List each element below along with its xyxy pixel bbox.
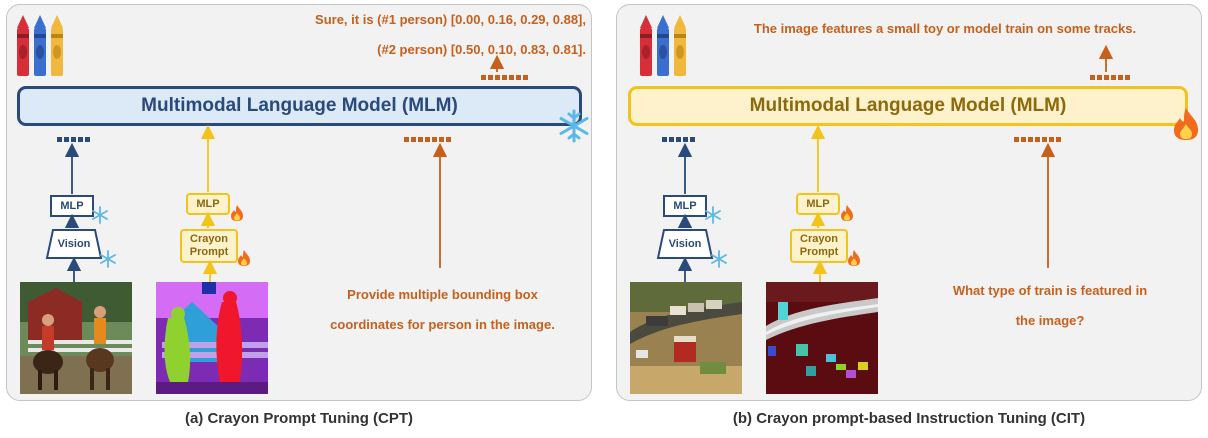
instruction-line-2: the image? [1015,313,1085,328]
vision-encoder-shape [656,229,714,259]
mlm-block: Multimodal Language Model (MLM) [628,86,1188,126]
instruction-line-2: coordinates for person in the image. [330,317,555,332]
output-tokens [1090,75,1130,80]
visual-tokens [662,137,695,142]
snowflake-icon [92,206,108,224]
flame-icon [848,250,860,266]
output-tokens [481,75,528,80]
crayon-prompt-line-2: Prompt [189,246,229,258]
crayon-prompt-line-2: Prompt [799,246,839,258]
caption-panel-b: (b) Crayon prompt-based Instruction Tuni… [732,410,1086,427]
crayon-prompt-box: Crayon Prompt [180,229,238,263]
crayons-icon [17,15,63,76]
caption-panel-a: (a) Crayon Prompt Tuning (CPT) [184,410,414,427]
mlm-response-text: The image features a small toy or model … [753,21,1137,36]
vision-encoder-label: Vision [668,237,702,250]
vision-encoder-shape [45,229,103,259]
flame-icon [1174,108,1198,140]
response-line-1: Sure, it is (#1 person) [0.00, 0.16, 0.2… [315,12,586,27]
crayon-prompt-line-1: Crayon [800,233,838,245]
instruction-line-1: What type of train is featured in [952,283,1148,298]
input-photo-train [630,282,742,394]
crayon-prompt-line-1: Crayon [190,233,228,245]
mlp-projector-box: MLP [663,195,707,217]
response-line-2: (#2 person) [0.50, 0.10, 0.83, 0.81]. [377,42,586,57]
snowflake-icon [559,109,589,143]
crayon-map-horses [156,282,268,394]
flame-icon [231,205,243,221]
mlm-response-text: Sure, it is (#1 person) [0.00, 0.16, 0.2… [230,5,586,65]
mlp-crayon-box: MLP [796,193,840,215]
mlm-block: Multimodal Language Model (MLM) [17,86,582,126]
mlp-projector-box: MLP [50,195,94,217]
vision-encoder-label: Vision [57,237,91,250]
instruction-text: Provide multiple bounding box coordinate… [295,280,590,340]
snowflake-icon [705,206,721,224]
snowflake-icon [100,250,116,268]
instruction-text: What type of train is featured in the im… [905,276,1195,336]
crayons-icon [640,15,686,76]
visual-tokens [57,137,90,142]
snowflake-icon [711,250,727,268]
crayon-map-train [766,282,878,394]
input-photo-horses [20,282,132,394]
text-tokens [1014,137,1061,142]
flame-icon [238,250,250,266]
crayon-prompt-box: Crayon Prompt [790,229,848,263]
text-tokens [404,137,451,142]
mlp-crayon-box: MLP [186,193,230,215]
instruction-line-1: Provide multiple bounding box [347,287,538,302]
flame-icon [841,205,853,221]
